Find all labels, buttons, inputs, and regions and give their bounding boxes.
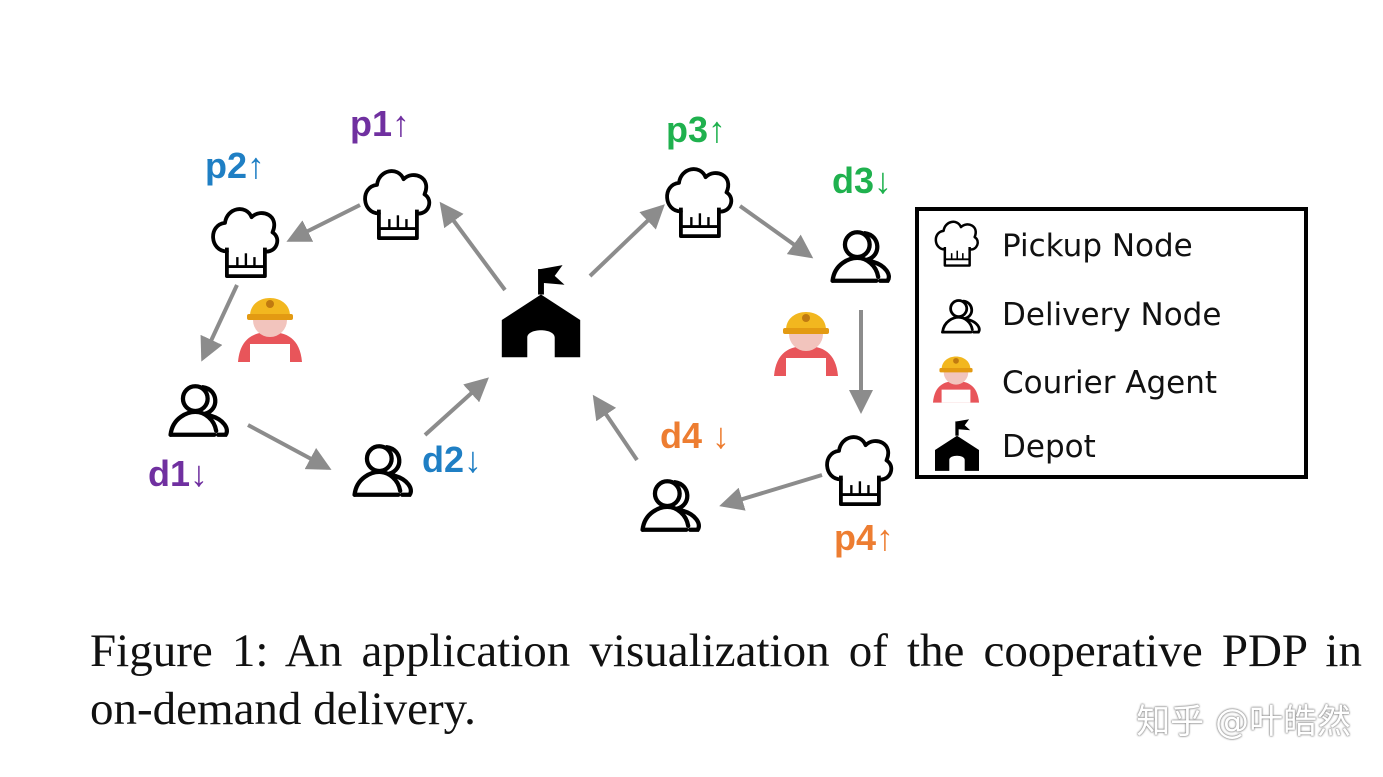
node-label-d2: d2↓ — [422, 439, 482, 480]
arrow-p4-to-d4 — [719, 473, 823, 511]
node-label-d1: d1↓ — [148, 453, 208, 494]
legend-depot-label: Depot — [1002, 429, 1096, 465]
chef-hat-icon-p2 — [211, 207, 280, 279]
route-arrows — [200, 201, 873, 511]
node-label-p2: p2↑ — [205, 145, 265, 186]
people-icon-d4 — [643, 481, 699, 529]
arrow-p2-to-d1 — [200, 284, 239, 362]
chef-hat-icon-p1 — [363, 169, 432, 241]
node-label-d3: d3↓ — [832, 160, 892, 201]
people-icon-d3 — [833, 232, 889, 280]
chef-hat-icon-p3 — [665, 167, 734, 239]
arrow-p1-to-p2 — [286, 203, 361, 242]
people-icon-d1 — [171, 386, 227, 434]
people-icon-d2 — [355, 446, 411, 494]
node-label-p4: p4↑ — [834, 517, 894, 558]
arrow-d2-to-depot — [423, 377, 489, 437]
legend-box — [915, 207, 1308, 479]
arrow-d4-to-depot — [592, 394, 639, 462]
node-label-p1: p1↑ — [350, 103, 410, 144]
legend-delivery-label: Delivery Node — [1002, 297, 1221, 333]
node-label-d4: d4 ↓ — [660, 415, 730, 456]
arrow-d1-to-d2 — [247, 423, 332, 470]
arrow-depot-to-p3 — [588, 204, 665, 278]
node-icons — [171, 167, 894, 530]
legend: Pickup Node Delivery Node Courier Agent … — [915, 207, 1308, 479]
watermark: 知乎 @叶皓然 — [1136, 702, 1351, 742]
figure-caption: Figure 1: An application visualization o… — [90, 625, 1362, 735]
courier-icon-2 — [774, 312, 838, 376]
chef-hat-icon-p4 — [825, 435, 894, 507]
pdp-diagram: p1↑ p2↑ p3↑ d3↓ d1↓ d2↓ d4 ↓ p4↑ Pickup … — [148, 103, 1308, 558]
legend-pickup-label: Pickup Node — [1002, 228, 1193, 264]
arrow-depot-to-p1 — [439, 201, 507, 292]
arrow-p3-to-d3 — [738, 204, 814, 259]
legend-courier-label: Courier Agent — [1002, 365, 1217, 401]
depot-icon — [502, 265, 580, 357]
courier-icon-1 — [238, 298, 302, 362]
node-label-p3: p3↑ — [666, 109, 726, 150]
